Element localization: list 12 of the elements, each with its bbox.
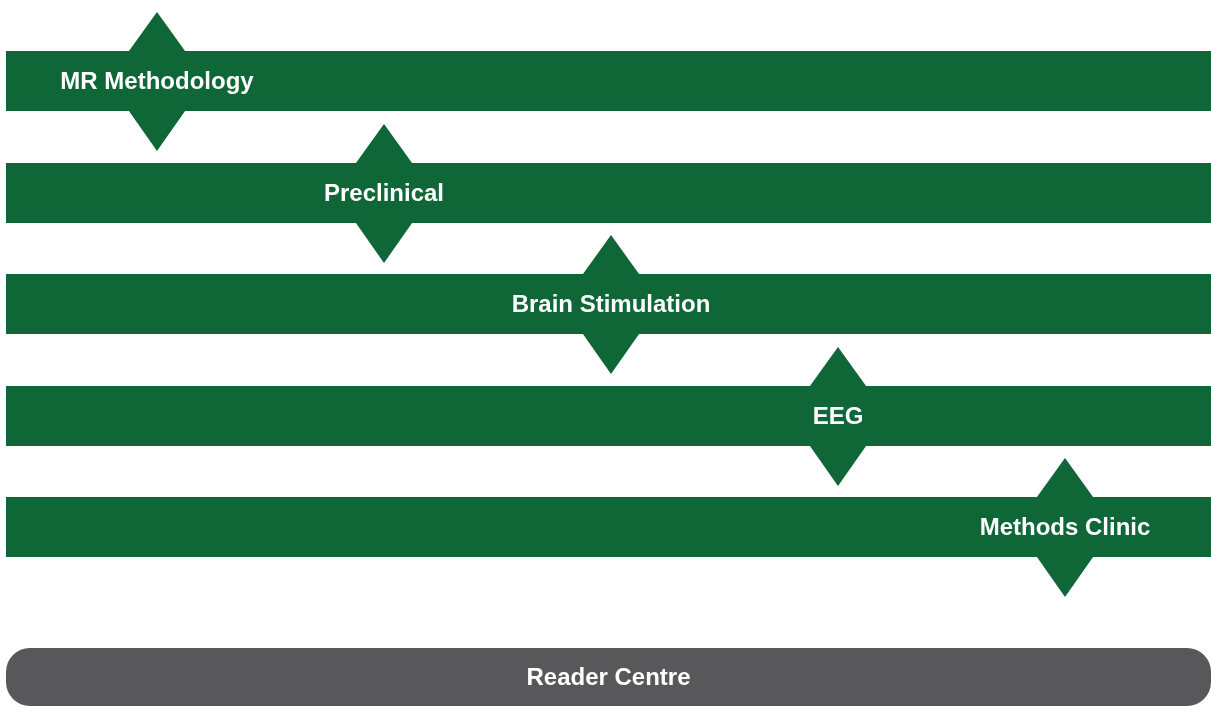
band-with-diamond xyxy=(6,347,1211,486)
band-with-diamond xyxy=(6,12,1211,151)
band-label: Methods Clinic xyxy=(979,515,1151,539)
rounded-bar xyxy=(6,648,1211,706)
band-with-diamond xyxy=(6,124,1211,263)
band-label: Brain Stimulation xyxy=(511,292,711,316)
band-label: MR Methodology xyxy=(60,69,254,93)
band-with-diamond xyxy=(6,235,1211,374)
bar-label: Reader Centre xyxy=(526,665,691,689)
band-label: EEG xyxy=(812,404,864,428)
band-with-diamond xyxy=(6,458,1211,597)
band-label: Preclinical xyxy=(323,181,445,205)
